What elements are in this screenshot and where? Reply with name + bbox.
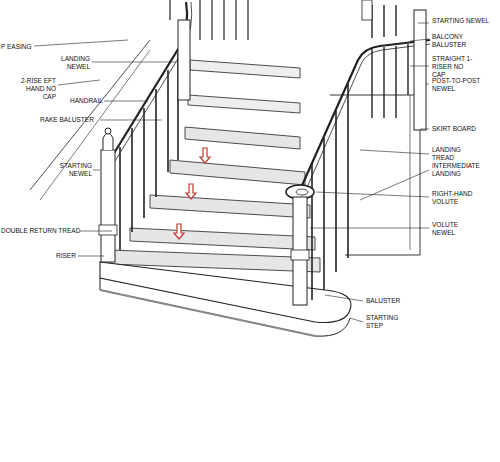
part-label: INTERMEDIATE LANDING [432,162,494,178]
part-label: BALCONY BALUSTER [432,33,494,49]
part-label: SKIRT BOARD [432,125,494,133]
part-label: DOUBLE RETURN TREAD [1,227,81,235]
part-label: LANDING NEWEL [50,55,90,71]
part-label: RAKE BALUSTER [40,116,100,124]
part-label: LANDING TREAD [432,146,476,162]
part-label: RIGHT-HAND VOLUTE [432,190,482,206]
part-label: HANDRAIL [70,97,104,105]
part-label: STARTING NEWEL [50,162,92,178]
part-label: BALUSTER [366,297,426,305]
part-label: POST-TO-POST NEWEL [432,77,494,93]
part-label: STRAIGHT 1-RISER NO CAP [432,55,476,79]
part-label: VOLUTE NEWEL [432,221,476,237]
part-label: STARTING NEWEL [432,17,494,25]
part-label: P EASING [1,43,35,51]
part-label: 2-RISE EFT HAND NO CAP [12,77,56,101]
part-label: RISER [56,252,78,260]
part-label: STARTING STEP [366,314,406,330]
